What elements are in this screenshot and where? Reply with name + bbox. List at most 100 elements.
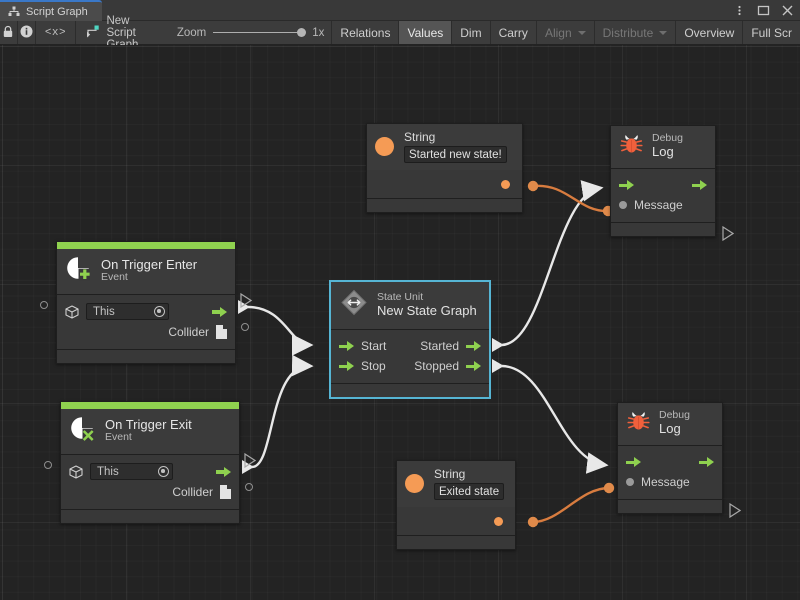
string-value-input[interactable]: Started new state! xyxy=(404,146,507,163)
flow-port-row xyxy=(611,175,715,195)
node-debug-log-bottom[interactable]: Debug Log Message xyxy=(617,402,723,514)
node-footer xyxy=(618,499,722,513)
node-title: On Trigger Exit xyxy=(105,416,192,432)
zoom-value: 1x xyxy=(312,26,325,39)
more-options-icon[interactable] xyxy=(733,4,746,17)
on-trigger-exit-icon xyxy=(70,416,96,446)
tab-script-graph[interactable]: Script Graph xyxy=(0,0,102,21)
node-header: String Exited state xyxy=(397,461,515,507)
node-header: State Unit New State Graph xyxy=(331,282,489,330)
node-string-top[interactable]: String Started new state! xyxy=(366,123,523,213)
edge-flow-enter-to-start xyxy=(247,305,314,356)
target-picker-icon[interactable] xyxy=(154,306,165,317)
bug-icon xyxy=(627,410,650,437)
start-label: Start xyxy=(361,339,387,353)
node-title: String xyxy=(404,130,436,144)
title-bar: Script Graph xyxy=(0,0,800,21)
cube-icon xyxy=(65,304,79,319)
info-button[interactable] xyxy=(17,21,36,44)
node-footer xyxy=(61,509,239,523)
flow-output-port[interactable] xyxy=(699,457,714,468)
toolbar-button-dim[interactable]: Dim xyxy=(451,21,490,44)
lock-button[interactable] xyxy=(0,21,18,44)
value-output-port[interactable] xyxy=(501,180,510,189)
code-view-button[interactable]: <x> xyxy=(36,21,77,44)
started-output-port[interactable] xyxy=(466,341,481,352)
target-object-field[interactable]: This xyxy=(86,303,169,320)
start-port-row: Start Started xyxy=(331,336,489,356)
node-header: String Started new state! xyxy=(367,124,522,170)
stopped-output-port[interactable] xyxy=(466,361,481,372)
stop-input-port[interactable] xyxy=(339,361,354,372)
flow-input-port[interactable] xyxy=(626,457,641,468)
node-state-unit[interactable]: State Unit New State Graph Start Started xyxy=(330,281,490,398)
maximize-icon[interactable] xyxy=(757,4,770,17)
stop-port-row: Stop Stopped xyxy=(331,356,489,376)
toolbar-button-overview-label: Overview xyxy=(684,25,735,40)
toolbar-button-fullscreen[interactable]: Full Scr xyxy=(742,21,800,44)
graph-canvas[interactable]: String Started new state! xyxy=(0,45,800,600)
toolbar-button-fullscreen-label: Full Scr xyxy=(751,25,792,40)
node-header: On Trigger Exit Event xyxy=(61,409,239,455)
window-controls xyxy=(733,0,794,21)
node-on-trigger-exit[interactable]: On Trigger Exit Event This xyxy=(60,401,240,524)
stop-label: Stop xyxy=(361,359,386,373)
toolbar-button-distribute[interactable]: Distribute xyxy=(593,21,676,44)
flow-output-stub[interactable] xyxy=(244,452,257,473)
start-input-port[interactable] xyxy=(339,341,354,352)
flow-input-port[interactable] xyxy=(619,180,634,191)
graph-name-field[interactable]: New Script Graph xyxy=(76,15,169,51)
code-brackets-icon: <x> xyxy=(44,26,67,39)
target-object-value: This xyxy=(97,465,119,478)
node-subtitle: Event xyxy=(105,431,132,444)
target-input-stub[interactable] xyxy=(44,461,52,469)
on-trigger-enter-icon xyxy=(66,256,92,286)
node-string-bottom[interactable]: String Exited state xyxy=(396,460,516,550)
node-body: Message xyxy=(611,169,715,222)
graph-edges xyxy=(238,180,615,528)
string-value-input[interactable]: Exited state xyxy=(434,483,505,500)
message-input-port[interactable] xyxy=(626,478,634,486)
collider-output-stub[interactable] xyxy=(241,323,249,331)
node-subtitle: Debug xyxy=(652,132,683,145)
target-object-field[interactable]: This xyxy=(90,463,173,480)
value-output-port[interactable] xyxy=(494,517,503,526)
message-input-port[interactable] xyxy=(619,201,627,209)
flow-output-port[interactable] xyxy=(212,306,227,317)
zoom-slider-handle[interactable] xyxy=(297,28,307,37)
toolbar-button-relations[interactable]: Relations xyxy=(331,21,399,44)
flow-output-stub[interactable] xyxy=(722,225,735,246)
string-value-icon xyxy=(405,474,424,493)
string-value-icon xyxy=(375,137,394,156)
node-subtitle: Event xyxy=(101,271,128,284)
collider-doc-icon xyxy=(216,325,227,339)
flow-output-port[interactable] xyxy=(692,180,707,191)
toolbar-button-values[interactable]: Values xyxy=(398,21,452,44)
target-object-value: This xyxy=(93,305,115,318)
toolbar-button-carry[interactable]: Carry xyxy=(489,21,536,44)
toolbar-button-values-label: Values xyxy=(407,25,444,40)
toolbar-button-overview[interactable]: Overview xyxy=(675,21,743,44)
target-input-stub[interactable] xyxy=(40,301,48,309)
toolbar-button-align[interactable]: Align xyxy=(535,21,594,44)
node-body xyxy=(367,170,522,198)
edge-endpoint-dot xyxy=(603,482,615,494)
node-title: Log xyxy=(652,144,674,160)
flow-output-stub[interactable] xyxy=(240,292,253,313)
flow-output-stub[interactable] xyxy=(729,502,742,523)
graph-hierarchy-icon xyxy=(8,6,20,17)
collider-output-stub[interactable] xyxy=(245,483,253,491)
zoom-slider[interactable] xyxy=(213,28,307,37)
node-title: Log xyxy=(659,421,681,437)
collider-port-row: Collider xyxy=(57,322,235,342)
close-icon[interactable] xyxy=(781,4,794,17)
started-label: Started xyxy=(420,339,459,353)
edge-source-arrow xyxy=(492,338,504,352)
target-picker-icon[interactable] xyxy=(158,466,169,477)
target-port-row: This xyxy=(57,301,235,322)
zoom-control[interactable]: Zoom 1x xyxy=(170,21,332,44)
node-debug-log-top[interactable]: Debug Log Message xyxy=(610,125,716,237)
node-on-trigger-enter[interactable]: On Trigger Enter Event This xyxy=(56,241,236,364)
flow-output-port[interactable] xyxy=(216,466,231,477)
